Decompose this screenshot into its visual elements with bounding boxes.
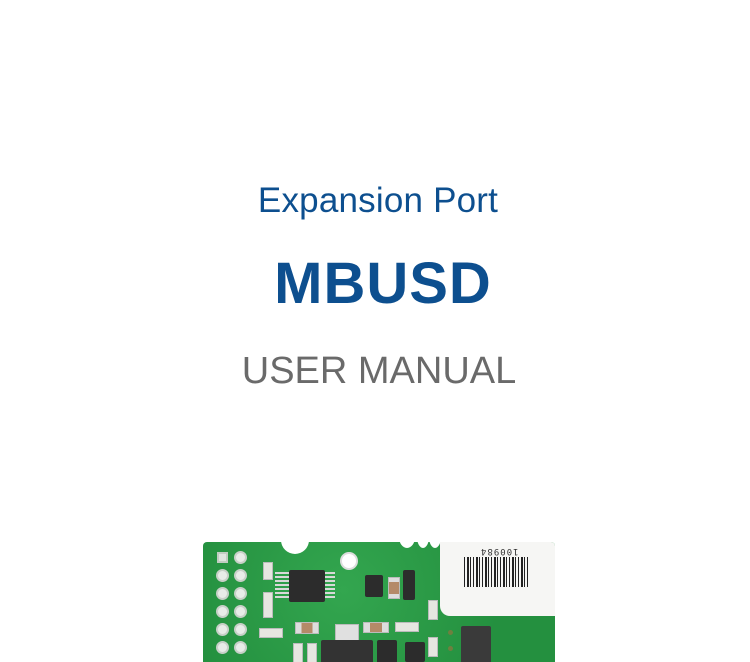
ic-chip	[289, 570, 325, 602]
connector-pin	[234, 623, 247, 636]
ic-pins	[275, 572, 289, 600]
resistor	[307, 643, 317, 662]
via	[448, 630, 453, 635]
serial-number: 100984	[480, 546, 519, 556]
cover-subtitle: Expansion Port	[257, 181, 499, 220]
connector-pin	[234, 551, 247, 564]
via	[448, 646, 453, 651]
power-inductor	[461, 626, 491, 662]
connector-pin	[234, 605, 247, 618]
connector-pin	[234, 641, 247, 654]
board-notch	[281, 542, 309, 554]
mounting-hole	[340, 552, 358, 570]
capacitor	[295, 622, 319, 634]
barcode	[464, 557, 530, 587]
resistor	[293, 643, 303, 662]
pcb-photo: 100984	[203, 542, 555, 662]
resistor	[259, 628, 283, 638]
connector-pin	[234, 587, 247, 600]
board-notch	[429, 542, 441, 548]
connector-pin	[216, 605, 229, 618]
connector-pin	[216, 569, 229, 582]
diode	[403, 570, 415, 600]
connector-pad	[217, 552, 228, 563]
regulator	[377, 640, 397, 662]
connector-pin	[216, 623, 229, 636]
resistor	[428, 637, 438, 657]
ic-pins	[325, 572, 335, 600]
capacitor	[388, 577, 400, 599]
transistor	[365, 575, 383, 597]
transistor	[405, 642, 425, 662]
serial-label: 100984	[440, 542, 555, 616]
resistor	[263, 562, 273, 580]
board-notch	[417, 542, 429, 548]
connector-pin	[234, 569, 247, 582]
product-name: MBUSD	[274, 251, 492, 316]
capacitor	[363, 622, 389, 633]
connector-pin	[216, 641, 229, 654]
connector-pin	[216, 587, 229, 600]
resistor	[263, 592, 273, 618]
resistor	[428, 600, 438, 620]
document-type: USER MANUAL	[241, 350, 517, 392]
resistor	[395, 622, 419, 632]
inductor	[321, 640, 373, 662]
board-notch	[399, 542, 415, 548]
